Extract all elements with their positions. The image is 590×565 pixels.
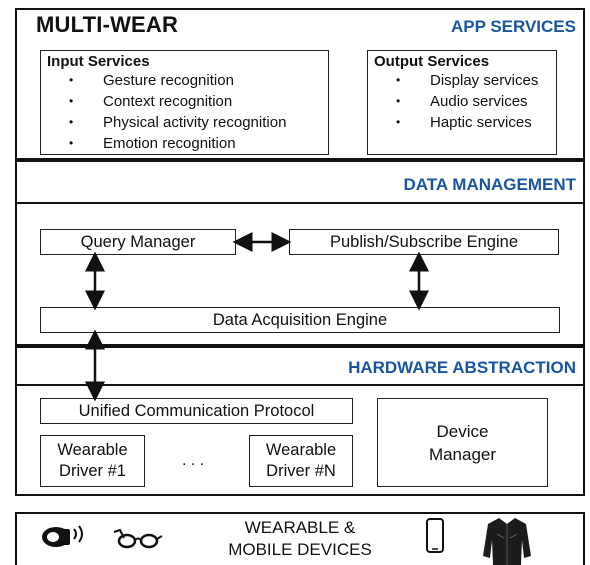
smart-jacket-icon	[483, 518, 531, 565]
devices-label-line2: MOBILE DEVICES	[228, 540, 372, 559]
list-item: Haptic services	[374, 112, 556, 133]
driver-n-line1: Wearable	[265, 441, 337, 459]
app-title: MULTI-WEAR	[36, 12, 179, 37]
driver-n-line2: Driver #N	[266, 462, 336, 480]
hardware-abstraction-header	[15, 346, 585, 386]
hardware-abstraction-title: HARDWARE ABSTRACTION	[348, 358, 576, 377]
list-item: Gesture recognition	[47, 70, 328, 91]
app-services-title: APP SERVICES	[450, 17, 576, 36]
input-services-box: Input Services Gesture recognition Conte…	[40, 50, 329, 155]
data-acquisition-box: Data Acquisition Engine	[40, 307, 560, 333]
wearable-driver-n-box: Wearable Driver #N	[249, 435, 353, 487]
smartwatch-icon	[42, 525, 83, 547]
smart-glasses-icon	[113, 528, 163, 549]
ucp-box: Unified Communication Protocol	[40, 398, 353, 424]
output-services-box: Output Services Display services Audio s…	[367, 50, 557, 155]
smartphone-icon	[426, 518, 444, 553]
devices-label: WEARABLE & MOBILE DEVICES	[200, 513, 400, 565]
drivers-ellipsis: . . .	[182, 452, 205, 469]
data-management-header	[15, 160, 585, 204]
device-manager-box: Device Manager	[377, 398, 548, 487]
input-services-list: Gesture recognition Context recognition …	[47, 70, 328, 154]
list-item: Context recognition	[47, 91, 328, 112]
devices-label-line1: WEARABLE &	[244, 518, 356, 537]
list-item: Display services	[374, 70, 556, 91]
output-services-list: Display services Audio services Haptic s…	[374, 70, 556, 133]
data-management-title: DATA MANAGEMENT	[403, 175, 577, 194]
output-services-title: Output Services	[374, 53, 490, 70]
wearable-driver-1-box: Wearable Driver #1	[40, 435, 145, 487]
driver-1-line2: Driver #1	[59, 462, 126, 480]
query-manager-box: Query Manager	[40, 229, 236, 255]
list-item: Emotion recognition	[47, 133, 328, 154]
device-manager-line1: Device	[436, 421, 489, 441]
list-item: Physical activity recognition	[47, 112, 328, 133]
list-item: Audio services	[374, 91, 556, 112]
pubsub-engine-box: Publish/Subscribe Engine	[289, 229, 559, 255]
device-manager-line2: Manager	[428, 444, 497, 464]
driver-1-line1: Wearable	[57, 441, 128, 459]
input-services-title: Input Services	[47, 53, 150, 70]
